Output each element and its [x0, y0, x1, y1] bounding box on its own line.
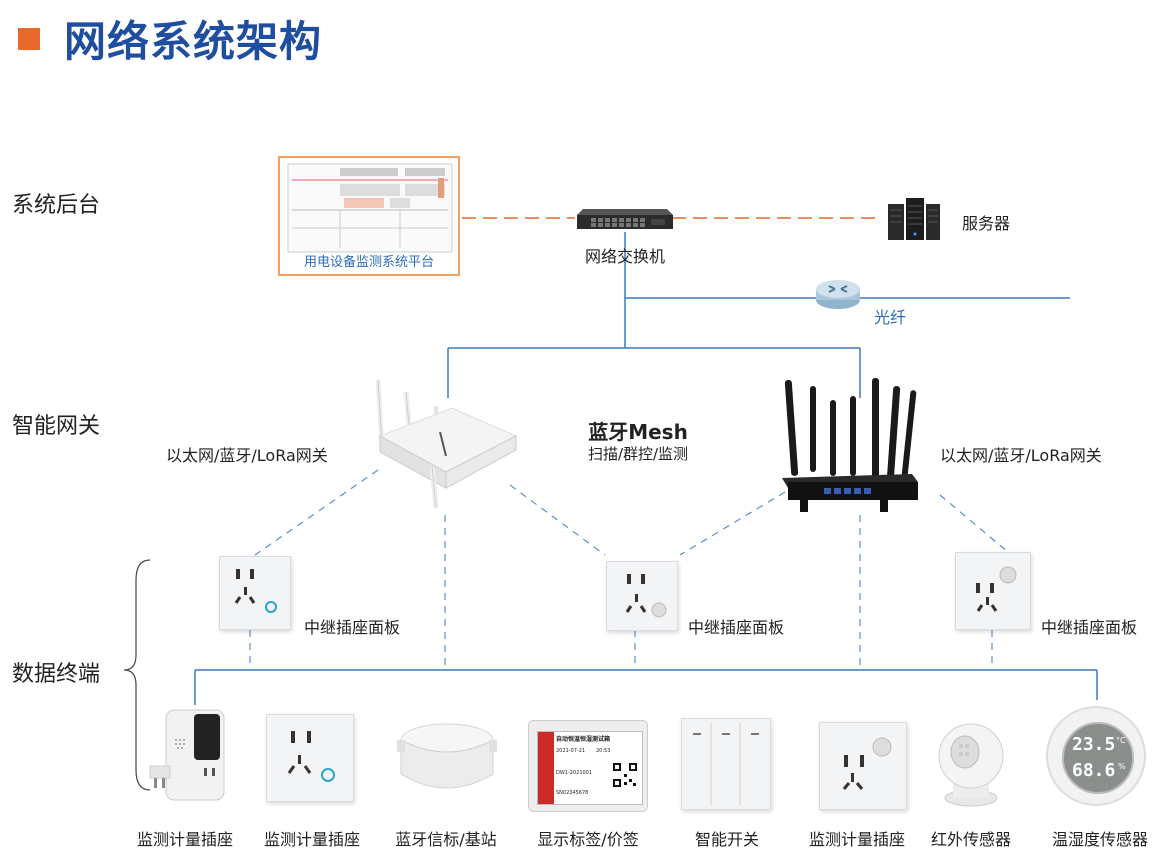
layer-label-backend: 系统后台 [12, 193, 101, 218]
beacon-icon [397, 723, 497, 789]
tag-row-2: 20:53 [596, 748, 611, 754]
tag-header: 自动恒温恒湿测试箱 [556, 736, 611, 743]
gateway-left-label: 以太网/蓝牙/LoRa网关 [166, 446, 328, 465]
terminal-label-2: 监测计量插座 [263, 830, 361, 849]
relay-label-3: 中继插座面板 [1041, 618, 1138, 637]
terminal-socket-sensor [819, 722, 907, 810]
switch-panel-icon [693, 723, 759, 805]
ir-sensor-icon [938, 723, 1004, 807]
mesh-title: 蓝牙Mesh [588, 420, 688, 444]
th-temp-unit: °C [1116, 736, 1126, 745]
terminal-label-8: 温湿度传感器 [1051, 830, 1149, 849]
mesh-subtitle: 扫描/群控/监测 [587, 445, 689, 463]
terminal-label-6: 监测计量插座 [808, 830, 906, 849]
qr-code-icon [612, 762, 638, 788]
platform-screen-icon [287, 163, 453, 253]
terminal-label-5: 智能开关 [694, 830, 760, 849]
terminal-price-tag: 自动恒温恒湿测试箱 2021-07-21 20:53 DW1-2021001 S… [528, 720, 648, 812]
socket-sensor-icon [842, 737, 892, 790]
switch-label: 网络交换机 [584, 247, 666, 266]
terminal-label-3: 蓝牙信标/基站 [395, 830, 497, 849]
relay-label-1: 中继插座面板 [304, 618, 401, 637]
tag-screen: 自动恒温恒湿测试箱 2021-07-21 20:53 DW1-2021001 S… [537, 731, 643, 805]
black-gateway-icon [782, 378, 918, 512]
terminal-brace [123, 559, 151, 791]
relay-panel-1 [219, 556, 291, 630]
router-icon [816, 280, 860, 309]
platform-label: 用电设备监测系统平台 [303, 255, 434, 270]
page-title: 网络系统架构 [64, 17, 323, 66]
relay-panel-2 [606, 561, 678, 631]
fiber-label: 光纤 [874, 308, 907, 327]
terminal-label-4: 显示标签/价签 [537, 830, 639, 849]
gateway-right [780, 378, 930, 522]
socket-icon [287, 731, 335, 782]
terminal-socket [266, 714, 354, 802]
relay-panel-3 [955, 552, 1031, 630]
th-temp: 23.5 [1072, 734, 1116, 755]
network-switch [577, 205, 673, 235]
tag-row-4: SN02345678 [556, 790, 589, 796]
th-lcd: 23.5 °C 68.6 % [1062, 722, 1134, 794]
title-marker [18, 28, 40, 50]
th-humidity: 68.6 [1072, 760, 1116, 781]
server-icon [888, 198, 940, 240]
tag-row-1: 2021-07-21 [556, 748, 586, 754]
platform-screenshot: 用电设备监测系统平台 [278, 156, 460, 276]
terminal-plug [148, 708, 228, 808]
terminal-beacon [397, 718, 497, 806]
th-humidity-unit: % [1118, 762, 1126, 771]
gateway-right-label: 以太网/蓝牙/LoRa网关 [940, 446, 1102, 465]
layer-label-terminal: 数据终端 [12, 662, 101, 687]
server-label: 服务器 [962, 214, 1011, 233]
socket-sensor-icon [976, 566, 1017, 612]
terminal-label-7: 红外传感器 [930, 830, 1012, 849]
socket-sensor-icon [625, 574, 667, 618]
tag-row-3: DW1-2021001 [556, 770, 593, 776]
terminal-ir-sensor [935, 714, 1007, 814]
fiber-router [815, 278, 861, 314]
layer-label-gateway: 智能网关 [12, 414, 101, 439]
terminal-smart-switch [681, 718, 771, 810]
terminal-th-sensor: 23.5 °C 68.6 % [1046, 706, 1146, 806]
socket-icon [234, 569, 277, 613]
terminal-label-1: 监测计量插座 [136, 830, 234, 849]
switch-icon [577, 209, 673, 229]
relay-label-2: 中继插座面板 [688, 618, 785, 637]
white-gateway-icon [375, 379, 518, 509]
plug-socket-icon [149, 709, 225, 801]
gateway-left [370, 376, 520, 520]
server [886, 196, 942, 246]
